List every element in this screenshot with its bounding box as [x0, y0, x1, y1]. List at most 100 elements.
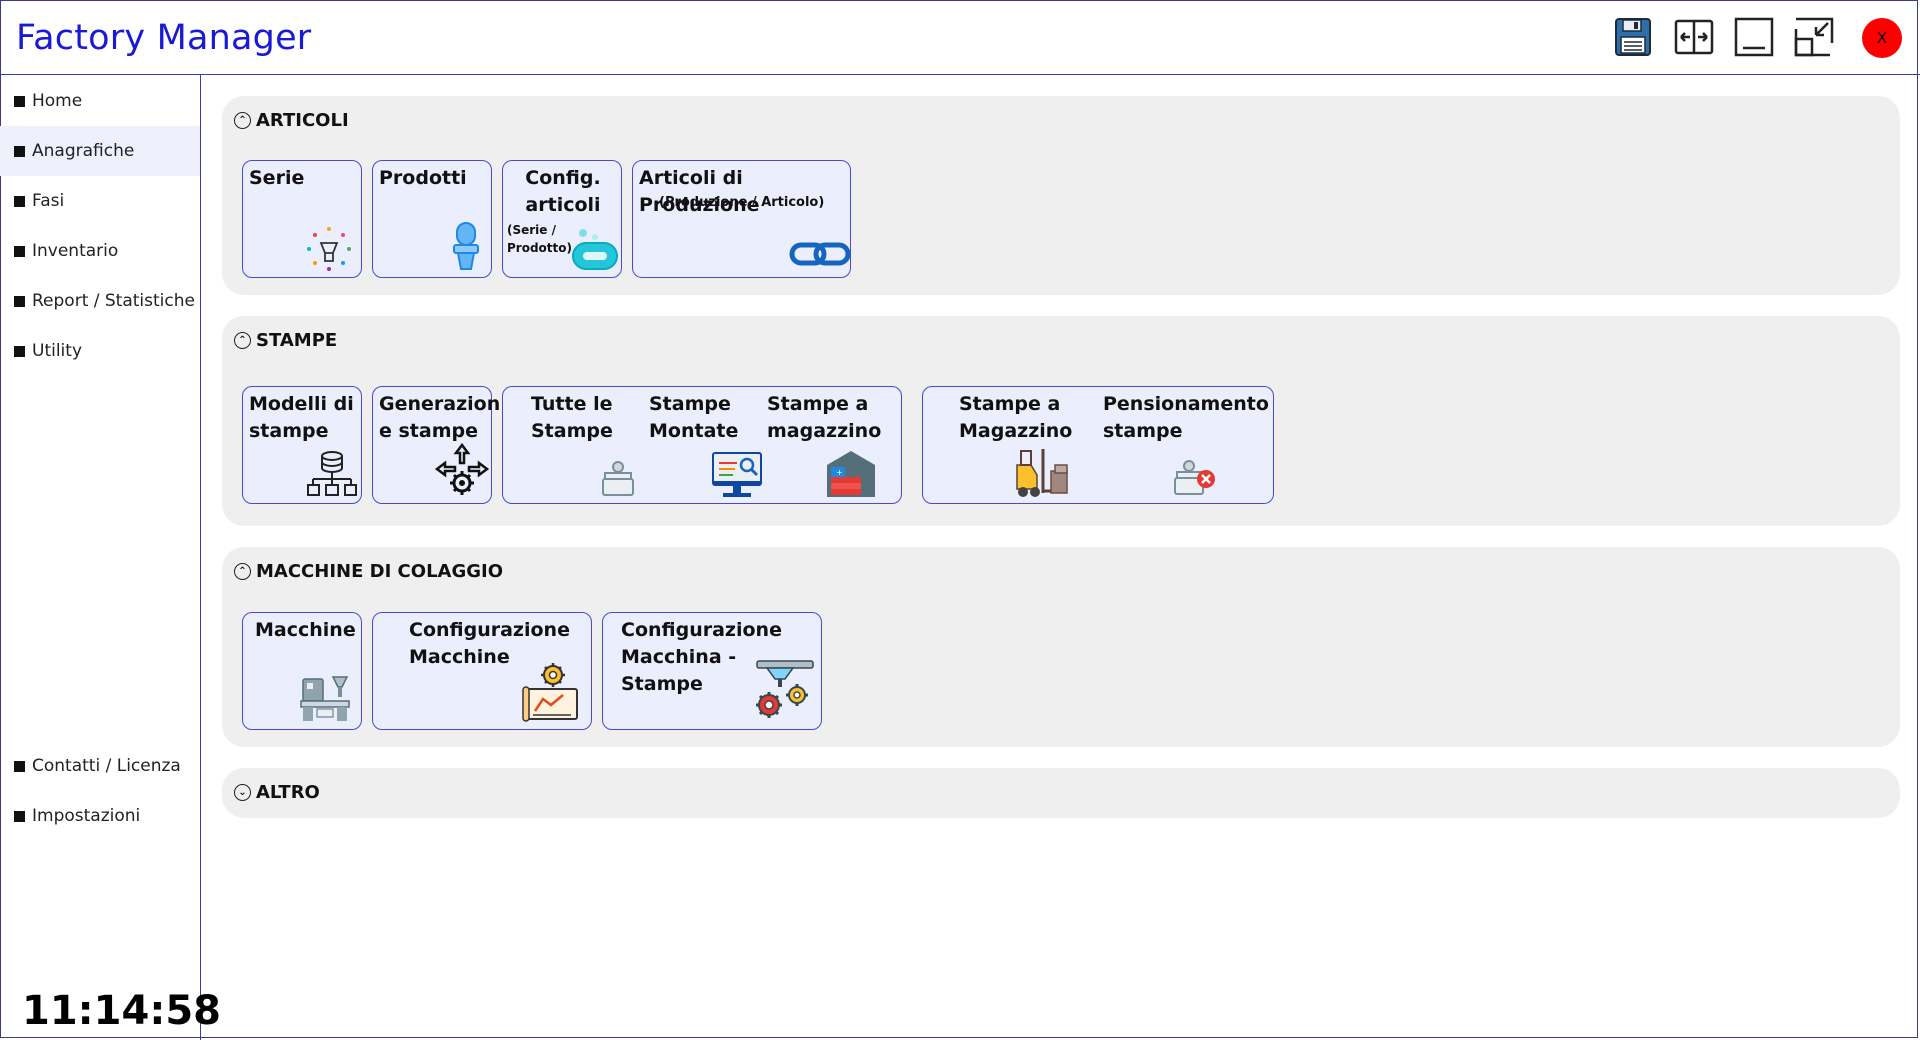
- tile-label: Configurazione Macchine: [409, 619, 570, 668]
- section-title: ALTRO: [256, 782, 320, 803]
- bubble-icon: [572, 229, 618, 270]
- series-icon: [307, 227, 351, 271]
- warehouse-icon: +: [827, 451, 875, 497]
- save-icon: [1615, 18, 1651, 56]
- collapse-icon: ⌃: [234, 112, 251, 129]
- bullet-icon: [14, 295, 25, 307]
- app-title: Factory Manager: [16, 18, 312, 58]
- tile-stampe-montate[interactable]: Stampe Montate: [633, 387, 762, 502]
- sidebar-item-impostazioni[interactable]: Impostazioni: [0, 791, 200, 841]
- tile-label: Stampe a Magazzino: [959, 393, 1073, 442]
- tile-sublabel: (Produzione / Articolo): [659, 195, 825, 210]
- sidebar-item-inventario[interactable]: Inventario: [0, 226, 200, 276]
- sidebar-item-label: Utility: [32, 341, 83, 361]
- tile-label: Pensionamento stampe: [1103, 393, 1269, 442]
- collapse-icon: ⌃: [234, 563, 251, 580]
- bullet-icon: [14, 145, 25, 157]
- section-header-stampe[interactable]: ⌃ STAMPE: [234, 330, 337, 351]
- tile-prodotti[interactable]: Prodotti: [372, 160, 492, 278]
- clock: 11:14:58: [22, 988, 221, 1034]
- sidebar-item-label: Home: [32, 91, 83, 111]
- section-title: MACCHINE DI COLAGGIO: [256, 561, 504, 582]
- section-stampe: ⌃ STAMPE Modelli di stampe Generazion e …: [222, 316, 1900, 526]
- save-button[interactable]: [1613, 17, 1653, 57]
- title-bar: Factory Manager X: [0, 0, 1920, 75]
- expand-icon: ⌄: [234, 784, 251, 801]
- funnel-gears-icon: [756, 660, 814, 718]
- tile-configurazione-macchine[interactable]: Configurazione Macchine: [372, 612, 592, 730]
- collapse-icon: ⌃: [234, 332, 251, 349]
- machine-icon: [300, 676, 350, 721]
- restore-icon: [1794, 17, 1834, 57]
- tile-label: Tutte le Stampe: [531, 393, 613, 442]
- sidebar-item-anagrafiche[interactable]: Anagrafiche: [0, 126, 200, 176]
- section-header-altro[interactable]: ⌄ ALTRO: [234, 782, 320, 803]
- tile-label: Articoli di Produzione: [639, 167, 760, 216]
- sidebar-item-contatti[interactable]: Contatti / Licenza: [0, 741, 200, 791]
- tile-group-magazzino: Stampe a Magazzino Pensionamento stampe: [922, 386, 1274, 504]
- tile-modelli-stampe[interactable]: Modelli di stampe: [242, 386, 362, 504]
- tile-label: Configurazione Macchina - Stampe: [621, 619, 782, 695]
- bullet-icon: [14, 95, 25, 107]
- tile-label: Macchine: [255, 619, 356, 641]
- sidebar-item-label: Contatti / Licenza: [32, 756, 181, 776]
- tile-macchine[interactable]: Macchine: [242, 612, 362, 730]
- monitor-search-icon: [712, 452, 762, 497]
- tile-tutte-stampe[interactable]: Tutte le Stampe: [503, 387, 634, 502]
- bullet-icon: [14, 760, 25, 772]
- tile-serie[interactable]: Serie: [242, 160, 362, 278]
- sidebar-item-fasi[interactable]: Fasi: [0, 176, 200, 226]
- sidebar-item-report[interactable]: Report / Statistiche: [0, 276, 200, 326]
- tile-group-stampe: Tutte le Stampe Stampe Montate S: [502, 386, 902, 504]
- sidebar: Home Anagrafiche Fasi Inventario Report …: [0, 75, 201, 1040]
- tile-label: Modelli di stampe: [249, 393, 354, 442]
- blueprint-gear-icon: [522, 663, 578, 722]
- bullet-icon: [14, 245, 25, 257]
- tile-config-articoli[interactable]: Config. articoli (Serie / Prodotto): [502, 160, 622, 278]
- bullet-icon: [14, 195, 25, 207]
- forklift-icon: [1016, 449, 1068, 497]
- toggle-sidebar-button[interactable]: [1674, 17, 1714, 57]
- bullet-icon: [14, 345, 25, 357]
- sidebar-item-home[interactable]: Home: [0, 76, 200, 126]
- tile-generazione-stampe[interactable]: Generazion e stampe: [372, 386, 501, 504]
- tile-stampe-magazzino[interactable]: Stampe a magazzino +: [753, 387, 903, 502]
- sidebar-item-label: Fasi: [32, 191, 65, 211]
- tile-label: Stampe a magazzino: [767, 393, 882, 442]
- gear-arrows-icon: [435, 443, 489, 495]
- minimize-icon: [1734, 17, 1774, 57]
- section-header-articoli[interactable]: ⌃ ARTICOLI: [234, 110, 349, 131]
- tile-label: Stampe Montate: [649, 393, 739, 442]
- section-title: ARTICOLI: [256, 110, 349, 131]
- sidebar-item-label: Anagrafiche: [32, 141, 135, 161]
- restore-button[interactable]: [1794, 17, 1834, 57]
- tile-label: Serie: [249, 167, 305, 189]
- tile-configurazione-macchina-stampe[interactable]: Configurazione Macchina - Stampe: [602, 612, 822, 730]
- section-header-macchine[interactable]: ⌃ MACCHINE DI COLAGGIO: [234, 561, 503, 582]
- svg-text:+: +: [836, 468, 843, 477]
- expand-horizontal-icon: [1674, 19, 1714, 55]
- close-button[interactable]: X: [1862, 18, 1902, 58]
- tile-label: Prodotti: [379, 167, 467, 189]
- section-macchine: ⌃ MACCHINE DI COLAGGIO Macchine Configur…: [222, 547, 1900, 747]
- tile-label: Generazion e stampe: [379, 393, 501, 442]
- bullet-icon: [14, 810, 25, 822]
- section-altro: ⌄ ALTRO: [222, 768, 1900, 818]
- mold-remove-icon: [1174, 460, 1215, 495]
- sidebar-item-label: Impostazioni: [32, 806, 141, 826]
- link-icon: [789, 242, 851, 266]
- section-title: STAMPE: [256, 330, 338, 351]
- minimize-button[interactable]: [1734, 17, 1774, 57]
- sidebar-item-utility[interactable]: Utility: [0, 326, 200, 376]
- sidebar-item-label: Report / Statistiche: [32, 291, 195, 311]
- tile-pensionamento-stampe[interactable]: Pensionamento stampe: [1093, 387, 1273, 502]
- mold-icon: [602, 461, 634, 496]
- sidebar-item-label: Inventario: [32, 241, 119, 261]
- tile-label: Config. articoli: [525, 167, 601, 216]
- section-articoli: ⌃ ARTICOLI Serie Prodotti Config. artico…: [222, 96, 1900, 295]
- tile-articoli-produzione[interactable]: Articoli di Produzione (Produzione / Art…: [632, 160, 851, 278]
- database-network-icon: [307, 451, 357, 496]
- tile-stampe-a-magazzino[interactable]: Stampe a Magazzino: [923, 387, 1093, 502]
- tile-sublabel: (Serie / Prodotto): [507, 223, 572, 255]
